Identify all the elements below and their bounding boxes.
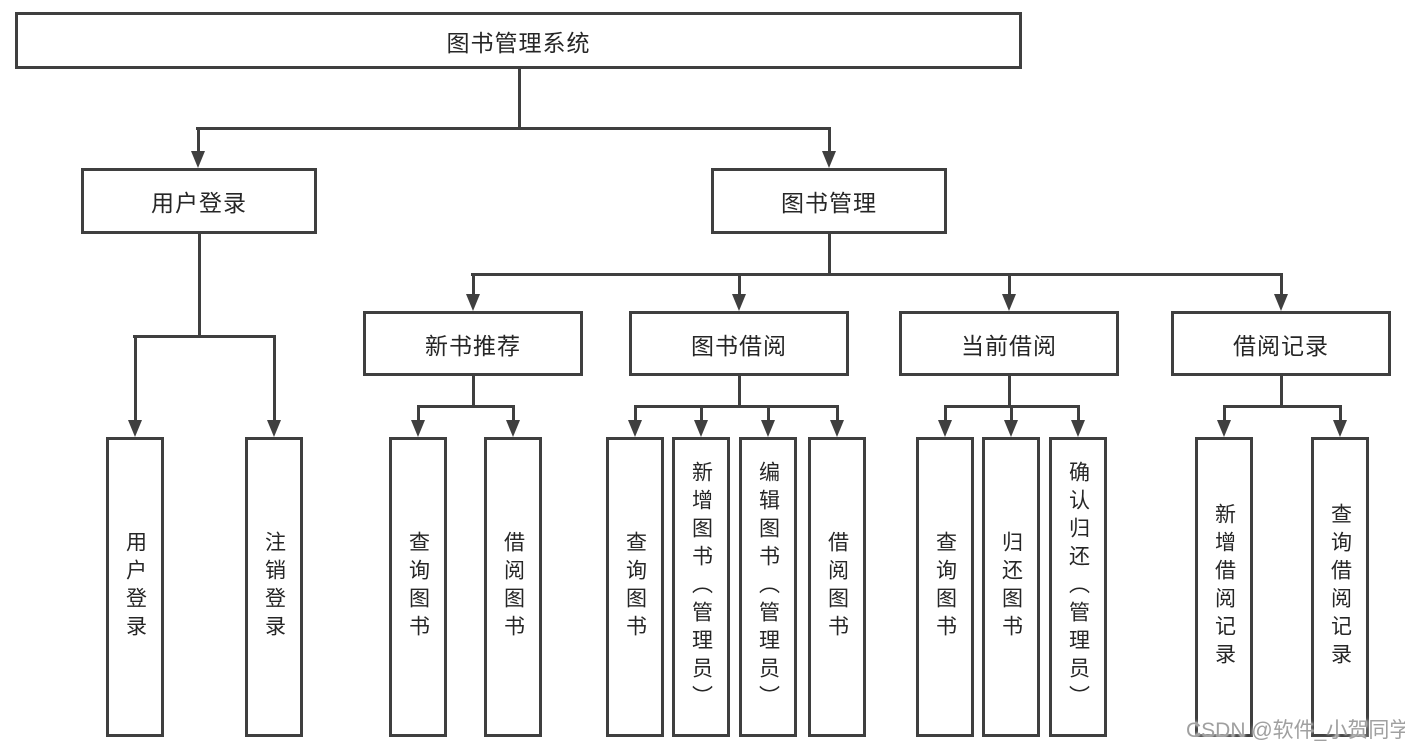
connector-leaf-login-stem — [134, 335, 137, 421]
leaf-add-books-admin: 新增图书（管理员） — [672, 437, 730, 737]
connector-records-bar — [1223, 405, 1342, 408]
connector-leaf-stem — [634, 405, 637, 421]
connector-leaf-stem — [767, 405, 770, 421]
connector-leaf-stem — [836, 405, 839, 421]
leaf-query-borrow-record: 查询借阅记录 — [1311, 437, 1369, 737]
node-label: 新增借阅记录 — [1212, 503, 1236, 671]
arrowhead-leaf — [628, 420, 642, 437]
node-label: 新书推荐 — [425, 332, 521, 359]
arrowhead-new-books — [466, 294, 480, 311]
connector-root-trunk — [518, 68, 521, 128]
connector-borrowing-stem — [738, 273, 741, 296]
node-library-management-system: 图书管理系统 — [15, 12, 1022, 69]
node-label: 借阅图书 — [501, 531, 525, 643]
node-label: 当前借阅 — [961, 332, 1057, 359]
arrowhead-leaf-logout — [267, 420, 281, 437]
connector-leaf-stem — [700, 405, 703, 421]
node-label: 确认归还（管理员） — [1066, 461, 1090, 713]
node-label: 编辑图书（管理员） — [756, 461, 780, 713]
csdn-watermark: CSDN @软件_小贺同学 — [1186, 719, 1405, 742]
arrowhead-borrowing — [732, 294, 746, 311]
leaf-borrow-books-recommend: 借阅图书 — [484, 437, 542, 737]
leaf-borrow-books: 借阅图书 — [808, 437, 866, 737]
node-label: 借阅图书 — [825, 531, 849, 643]
connector-book-mgmt-trunk — [828, 234, 831, 275]
leaf-return-books: 归还图书 — [982, 437, 1040, 737]
connector-leaf-logout-stem — [273, 335, 276, 421]
node-label: 查询图书 — [933, 531, 957, 643]
arrowhead-leaf — [1004, 420, 1018, 437]
connector-records-stem — [1280, 273, 1283, 296]
node-label: 用户登录 — [151, 190, 247, 216]
node-label: 查询图书 — [623, 531, 647, 643]
connector-new-books-bar — [417, 405, 515, 408]
node-label: 归还图书 — [999, 531, 1023, 643]
connector-leaf-stem — [1223, 405, 1226, 421]
leaf-query-books-recommend: 查询图书 — [389, 437, 447, 737]
connector-level2-bar — [196, 127, 830, 130]
connector-new-books-trunk — [472, 376, 475, 407]
connector-level3-bar — [471, 273, 1282, 276]
arrowhead-leaf — [1071, 420, 1085, 437]
node-new-book-recommend: 新书推荐 — [363, 311, 583, 376]
node-user-login: 用户登录 — [81, 168, 317, 234]
leaf-edit-books-admin: 编辑图书（管理员） — [739, 437, 797, 737]
connector-borrowing-bar — [634, 405, 839, 408]
node-label: 借阅记录 — [1233, 332, 1329, 359]
connector-leaf-stem — [1077, 405, 1080, 421]
arrowhead-leaf — [830, 420, 844, 437]
connector-current-trunk — [1008, 376, 1011, 407]
arrowhead-current — [1002, 294, 1016, 311]
connector-user-login-bar — [133, 335, 275, 338]
connector-leaf-stem — [512, 405, 515, 421]
connector-records-trunk — [1280, 376, 1283, 407]
node-current-borrowing: 当前借阅 — [899, 311, 1119, 376]
connector-current-stem — [1008, 273, 1011, 296]
node-book-management: 图书管理 — [711, 168, 947, 234]
leaf-query-books-current: 查询图书 — [916, 437, 974, 737]
arrowhead-book-mgmt — [822, 151, 836, 168]
node-label: 注销登录 — [262, 531, 286, 643]
arrowhead-leaf — [694, 420, 708, 437]
node-label: 图书管理 — [781, 190, 877, 216]
node-book-borrowing: 图书借阅 — [629, 311, 849, 376]
connector-leaf-stem — [944, 405, 947, 421]
leaf-confirm-return-admin: 确认归还（管理员） — [1049, 437, 1107, 737]
node-label: 查询借阅记录 — [1328, 503, 1352, 671]
arrowhead-leaf — [506, 420, 520, 437]
connector-book-mgmt-stem — [828, 127, 831, 152]
leaf-add-borrow-record: 新增借阅记录 — [1195, 437, 1253, 737]
connector-leaf-stem — [1339, 405, 1342, 421]
connector-leaf-stem — [1010, 405, 1013, 421]
arrowhead-leaf — [411, 420, 425, 437]
connector-leaf-stem — [417, 405, 420, 421]
node-label: 图书借阅 — [691, 332, 787, 359]
leaf-user-login: 用户登录 — [106, 437, 164, 737]
node-borrowing-records: 借阅记录 — [1171, 311, 1391, 376]
node-label: 查询图书 — [406, 531, 430, 643]
connector-borrowing-trunk — [738, 376, 741, 407]
node-label: 用户登录 — [123, 531, 147, 643]
leaf-logout: 注销登录 — [245, 437, 303, 737]
arrowhead-leaf — [1333, 420, 1347, 437]
connector-user-login-stem — [197, 127, 200, 152]
connector-user-login-trunk — [198, 234, 201, 338]
arrowhead-leaf — [761, 420, 775, 437]
arrowhead-records — [1274, 294, 1288, 311]
node-label: 新增图书（管理员） — [689, 461, 713, 713]
arrowhead-leaf — [1217, 420, 1231, 437]
arrowhead-leaf — [938, 420, 952, 437]
connector-new-books-stem — [472, 273, 475, 296]
leaf-query-books-borrowing: 查询图书 — [606, 437, 664, 737]
arrowhead-leaf-login — [128, 420, 142, 437]
arrowhead-user-login — [191, 151, 205, 168]
node-label: 图书管理系统 — [446, 29, 591, 56]
